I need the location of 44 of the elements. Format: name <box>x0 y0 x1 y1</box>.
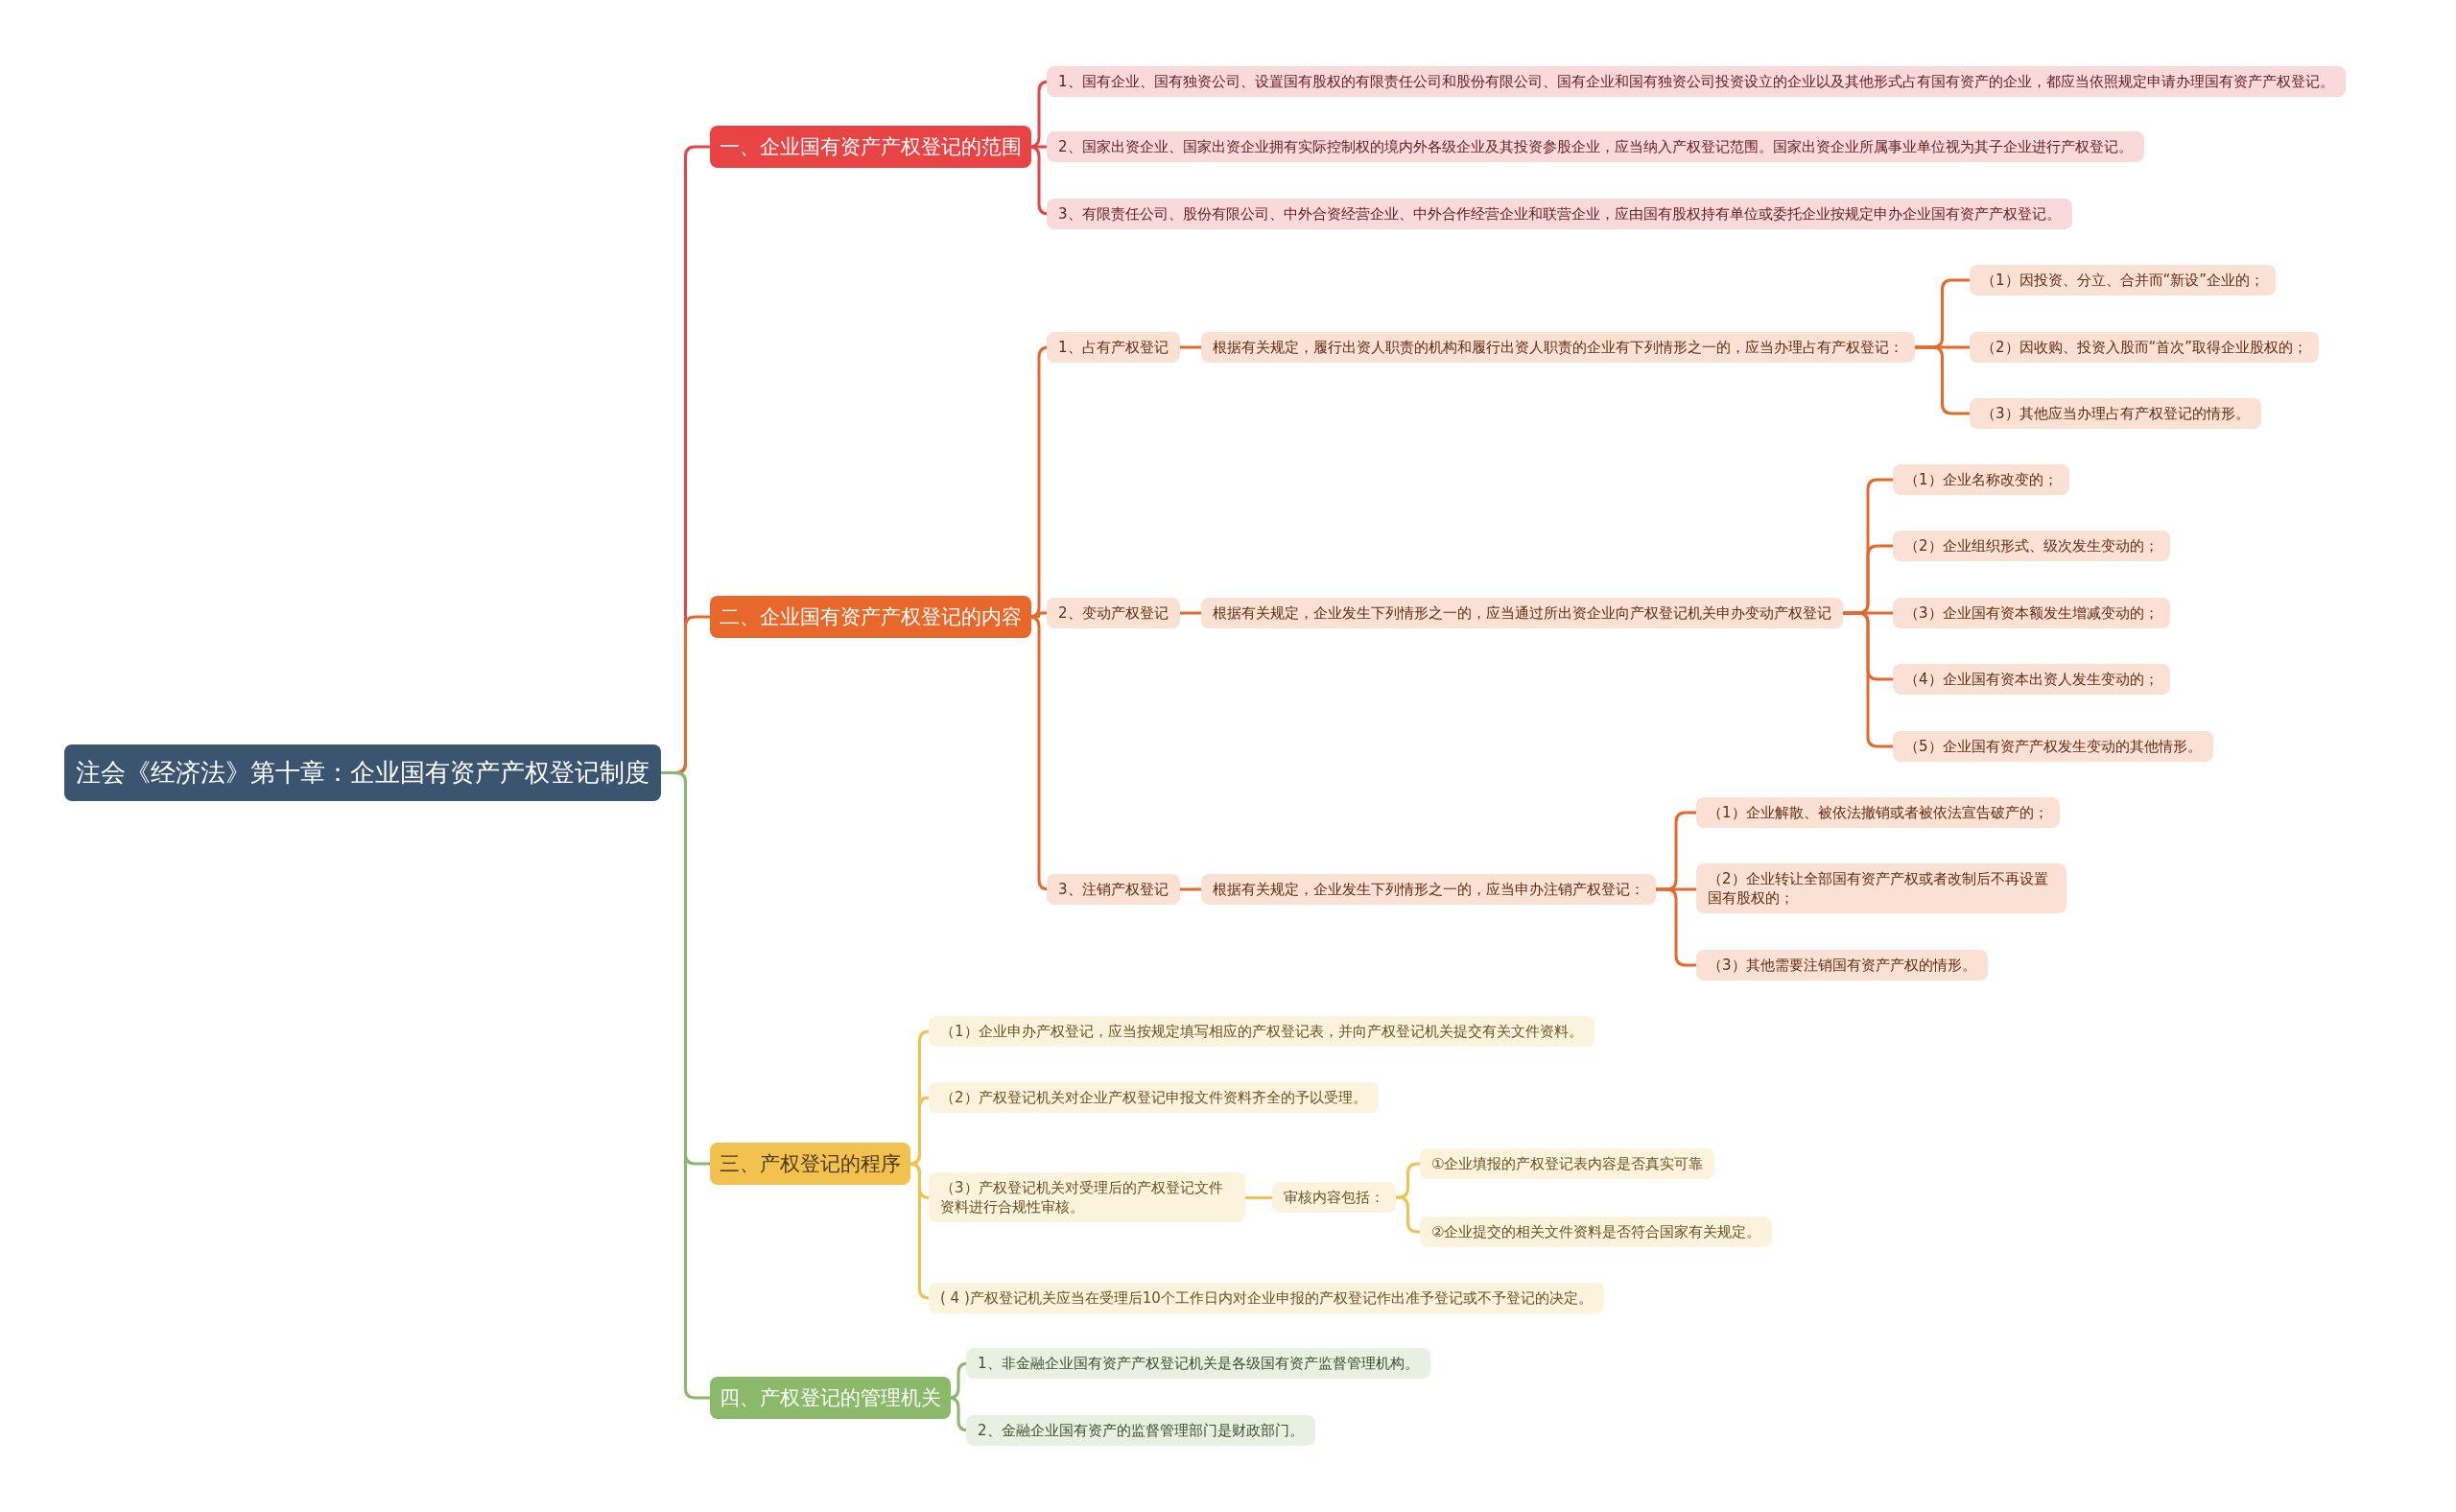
subtopic-box: ( 4 )产权登记机关应当在受理后10个工作日内对企业申报的产权登记作出准予登记或不予登记的决定。 <box>929 1283 1604 1314</box>
subtopic-box: 审核内容包括： <box>1272 1182 1396 1214</box>
subtopic-box: 根据有关规定，企业发生下列情形之一的，应当通过所出资企业向产权登记机关申办变动产权登记 <box>1201 598 1843 629</box>
root-box: 注会《经济法》第十章：企业国有资产产权登记制度 <box>64 744 661 801</box>
subtopic-box: （2）产权登记机关对企业产权登记申报文件资料齐全的予以受理。 <box>929 1082 1379 1114</box>
subtopic-box: （1）企业申办产权登记，应当按规定填写相应的产权登记表，并向产权登记机关提交有关文件资料。 <box>929 1016 1594 1048</box>
subtopic-box: 3、有限责任公司、股份有限公司、中外合资经营企业、中外合作经营企业和联营企业，应由国有股权持有单位或委托企业按规定申办企业国有资产产权登记。 <box>1047 199 2072 230</box>
topic-box: 三、产权登记的程序 <box>710 1143 910 1186</box>
connector <box>1180 887 1201 891</box>
subtopic-box: 2、国家出资企业、国家出资企业拥有实际控制权的境内外各级企业及其投资参股企业，应当纳入产权登记范围。国家出资企业所属事业单位视为其子企业进行产权登记。 <box>1047 131 2144 163</box>
topic-box: 一、企业国有资产产权登记的范围 <box>710 126 1031 169</box>
subtopic-box: 1、占有产权登记 <box>1047 332 1180 364</box>
subtopic-box: 2、金融企业国有资产的监督管理部门是财政部门。 <box>966 1415 1315 1447</box>
subtopic-box: 2、变动产权登记 <box>1047 598 1180 629</box>
subtopic-box: 1、国有企业、国有独资公司、设置国有股权的有限责任公司和股份有限公司、国有企业和国有独资公司投资设立的企业以及其他形式占有国有资产的企业，都应当依照规定申请办理国有资产产权登记。 <box>1047 66 2346 98</box>
connector <box>1656 887 1696 967</box>
subtopic-box: （3）企业国有资本额发生增减变动的； <box>1893 598 2170 629</box>
connector <box>1180 345 1201 349</box>
subtopic-box: （5）企业国有资产产权发生变动的其他情形。 <box>1893 731 2213 763</box>
subtopic-box: （2）企业组织形式、级次发生变动的； <box>1893 531 2170 562</box>
connector <box>1396 1162 1420 1199</box>
subtopic-box: （3）产权登记机关对受理后的产权登记文件资料进行合规性审核。 <box>929 1171 1245 1222</box>
subtopic-box: （2）因收购、投资入股而“首次”取得企业股权的； <box>1970 332 2320 364</box>
subtopic-box: 1、非金融企业国有资产产权登记机关是各级国有资产监督管理机构。 <box>966 1348 1430 1380</box>
subtopic-box: ①企业填报的产权登记表内容是否真实可靠 <box>1420 1148 1715 1180</box>
subtopic-box: （4）企业国有资本出资人发生变动的； <box>1893 664 2170 696</box>
connector <box>1843 611 1893 748</box>
connector <box>1180 611 1201 615</box>
topic-box: 二、企业国有资产产权登记的内容 <box>710 596 1031 639</box>
subtopic-box: （3）其他应当办理占有产权登记的情形。 <box>1970 398 2261 430</box>
subtopic-box: （1）因投资、分立、合并而“新设”企业的； <box>1970 265 2277 296</box>
subtopic-box: 3、注销产权登记 <box>1047 874 1180 906</box>
subtopic-box: （1）企业名称改变的； <box>1893 464 2069 496</box>
subtopic-box: （3）其他需要注销国有资产产权的情形。 <box>1696 950 1988 981</box>
subtopic-box: （1）企业解散、被依法撤销或者被依法宣告破产的； <box>1696 797 2060 829</box>
subtopic-box: ②企业提交的相关文件资料是否符合国家有关规定。 <box>1420 1217 1773 1248</box>
subtopic-box: 根据有关规定，履行出资人职责的机构和履行出资人职责的企业有下列情形之一的，应当办理占有产权登记： <box>1201 332 1915 364</box>
subtopic-box: 根据有关规定，企业发生下列情形之一的，应当申办注销产权登记： <box>1201 874 1656 906</box>
subtopic-box: （2）企业转让全部国有资产产权或者改制后不再设置国有股权的； <box>1696 862 2066 913</box>
connector <box>1396 1195 1420 1234</box>
connector <box>909 1096 931 1166</box>
connector <box>1245 1196 1272 1199</box>
topic-box: 四、产权登记的管理机关 <box>710 1377 951 1420</box>
connector <box>909 1162 931 1300</box>
